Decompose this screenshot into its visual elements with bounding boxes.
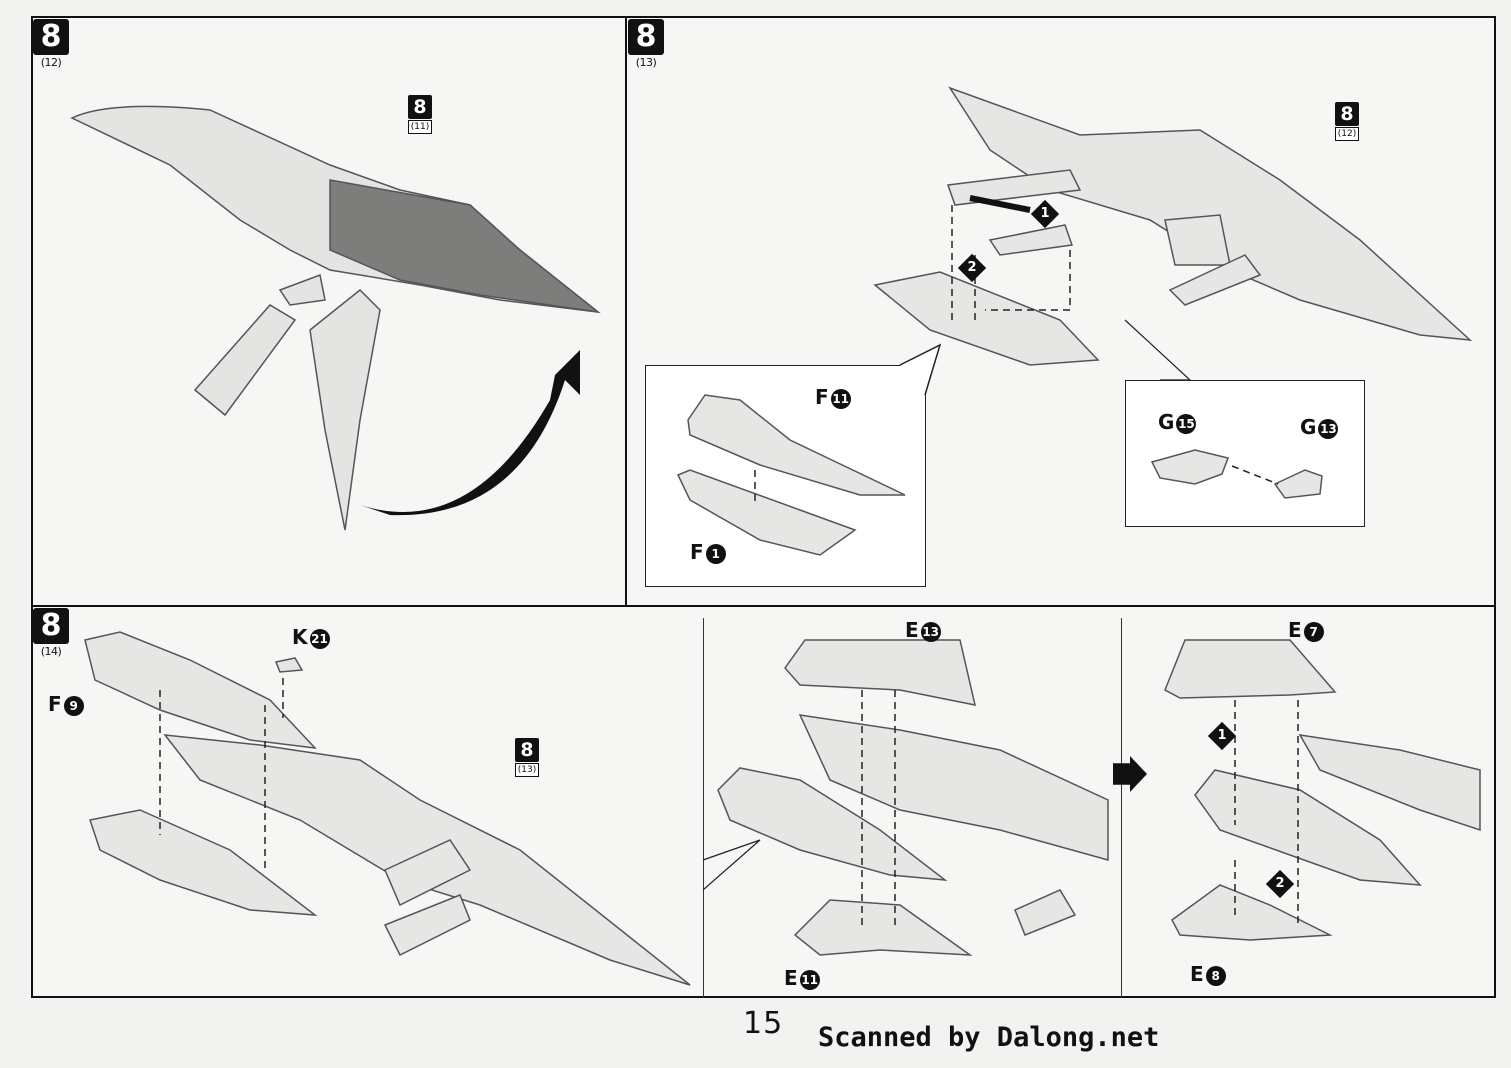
guide-14b [861,690,896,930]
joint-part [278,273,326,306]
lower-blade-part [309,288,381,531]
step-badge-p13: 8 (13) [628,19,664,70]
part-k21-shape [274,657,304,673]
part-e13-shape [784,639,976,706]
callout-pointer-g [1124,319,1192,381]
thruster-part [1168,254,1262,306]
subpanel-divider-1 [703,618,704,998]
wing-shaded-part [329,179,601,314]
part-f11-shape [687,394,906,496]
ref-badge-p14: 8 (13) [515,738,539,777]
engine-14 [384,839,472,907]
pod-14 [89,809,318,916]
wing-assembly-14c [1298,734,1481,832]
part-f9-shape [84,631,317,749]
order-mark-1-p14: 1 [1207,721,1237,751]
order-mark-2-p13: 2 [957,253,987,283]
small-clip-part [988,224,1074,256]
page-number: 15 [743,1006,784,1041]
connector-frame [946,169,1082,206]
callout-pointer-f [899,343,942,396]
part-f1-shape [676,469,857,556]
guide-g [1231,465,1279,485]
subpanel-divider-2 [1121,618,1122,998]
attach-arrow [969,195,1031,213]
part-e8-shape [1171,884,1333,941]
scan-credit: Scanned by Dalong.net [818,1022,1160,1053]
ref-badge-p13: 8 (12) [1335,102,1359,141]
part-e11-shape [793,899,973,956]
panel-divider-horizontal [31,605,1496,607]
order-mark-1-p13: 1 [1030,199,1060,229]
ref-badge-p12: 8 (11) [408,95,432,134]
wing-assembly-14b [798,714,1109,861]
part-e7-shape [1164,639,1337,699]
step-badge-p12: 8 (12) [33,19,69,70]
thruster-14b [1014,889,1077,936]
pod-14b [717,767,948,881]
step-badge-p14: 8 (14) [33,608,69,659]
order-mark-2-p14: 2 [1265,869,1295,899]
thruster-14 [383,894,471,957]
panel-divider-vertical [625,16,627,606]
rotate-arrow [360,350,580,516]
guide-14a [159,678,284,870]
side-arm-part [193,304,297,417]
part-g15-shape [1150,449,1229,485]
subpanel-pointer [702,839,761,891]
guide-14c [1234,700,1299,925]
part-g13-shape [1273,469,1323,499]
callout-box-g-parts [1125,380,1365,527]
pod-14c [1194,769,1422,886]
pod-part [873,271,1100,366]
